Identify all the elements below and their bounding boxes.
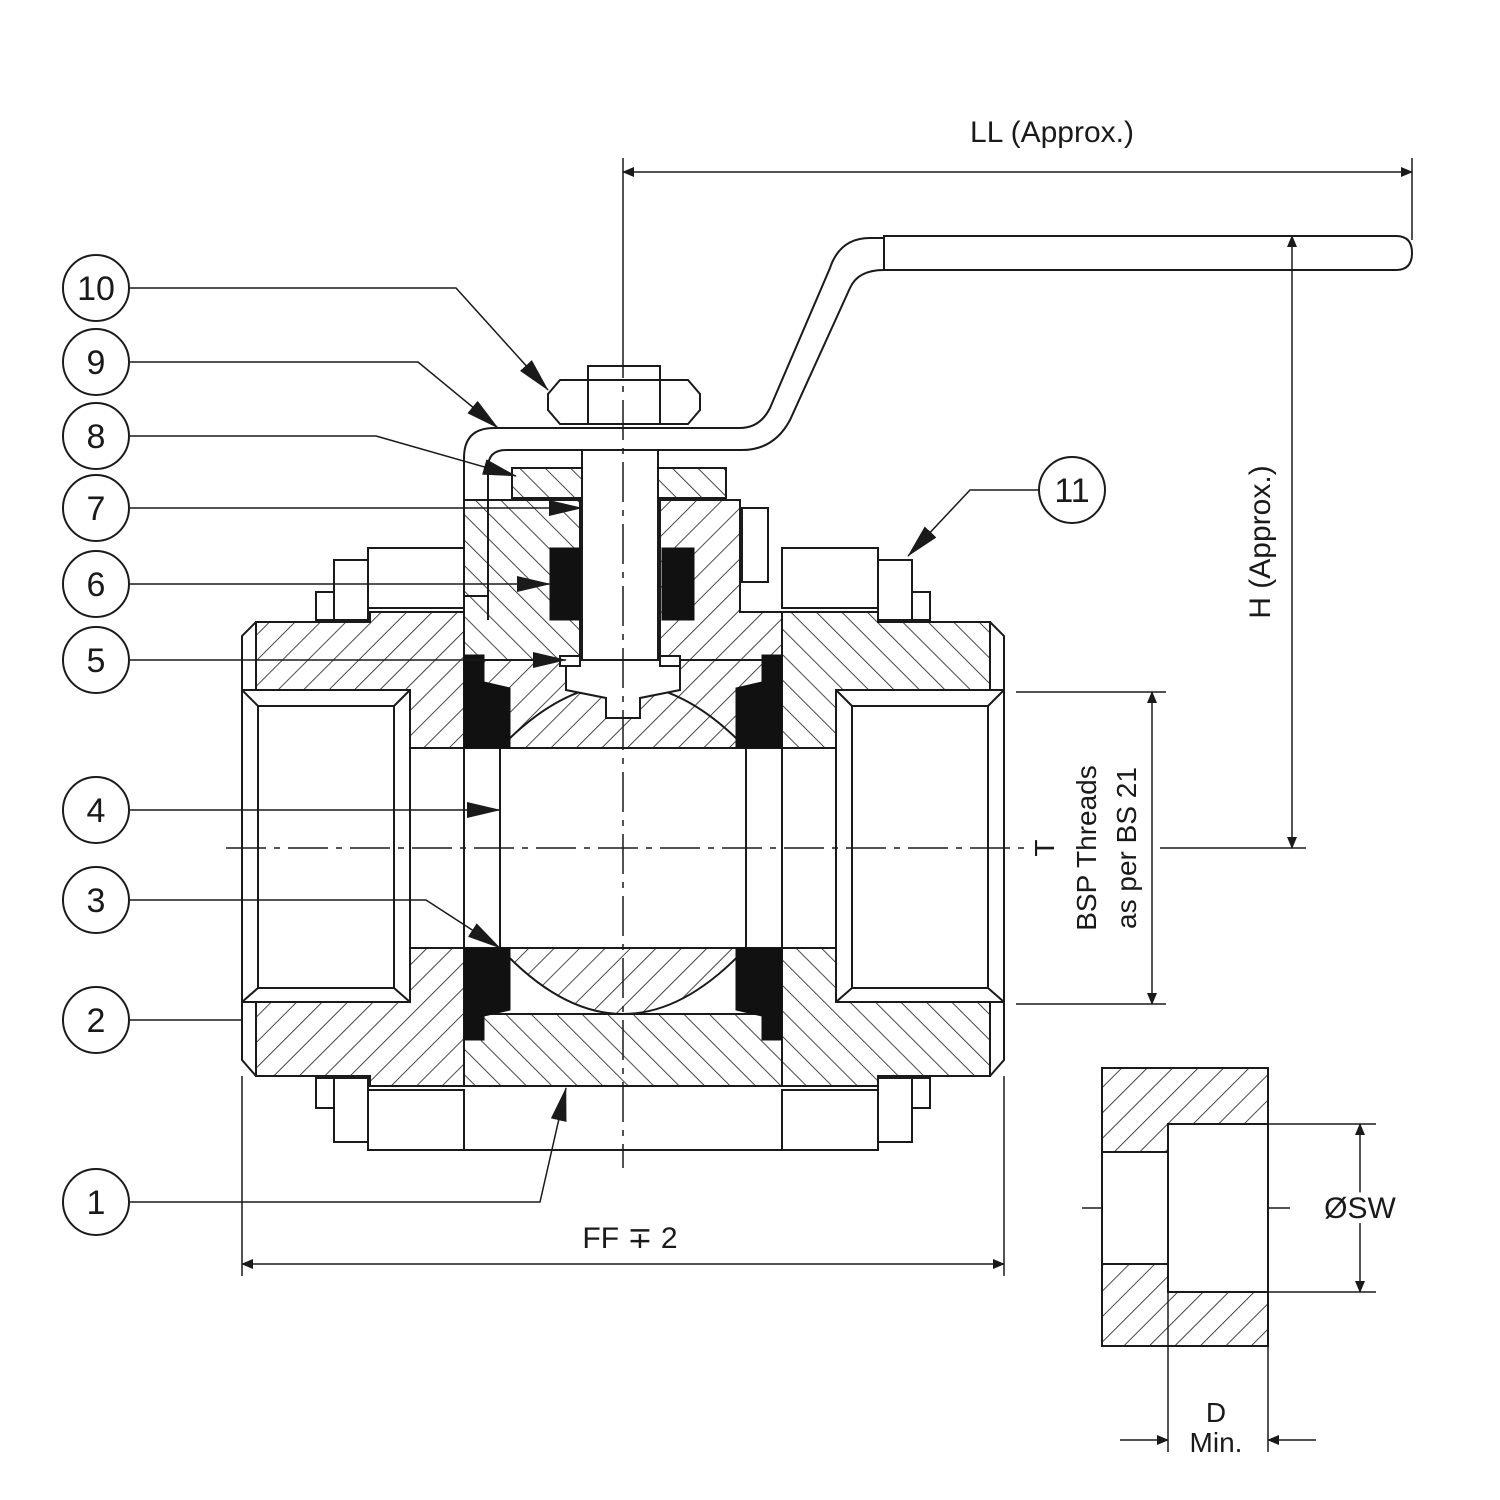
dim-d-label: D: [1206, 1397, 1226, 1428]
dimension-thread: T BSP Threads as per BS 21: [1016, 691, 1166, 1005]
dim-d-min-label: Min.: [1190, 1427, 1243, 1458]
dim-ll-label: LL (Approx.): [970, 116, 1134, 149]
dim-t-label: T: [1029, 839, 1060, 856]
svg-text:2: 2: [87, 1002, 106, 1040]
seats: [463, 654, 783, 1041]
dim-ff-label: FF ∓ 2: [582, 1222, 677, 1255]
svg-text:4: 4: [87, 792, 106, 830]
leader-lines: [130, 287, 1040, 1203]
callout-1: 1: [62, 1168, 130, 1236]
svg-text:8: 8: [87, 418, 106, 456]
callout-6: 6: [62, 550, 130, 618]
socket-weld-detail: ØSW D Min.: [1101, 1067, 1402, 1458]
svg-text:11: 11: [1054, 472, 1089, 510]
svg-text:5: 5: [87, 642, 106, 680]
dim-h-label: H (Approx.): [1244, 465, 1277, 618]
callout-11: 11: [1038, 456, 1106, 524]
callout-3: 3: [62, 866, 130, 934]
callout-7: 7: [62, 474, 130, 542]
svg-text:3: 3: [87, 882, 106, 920]
callout-4: 4: [62, 776, 130, 844]
svg-text:10: 10: [77, 270, 115, 308]
svg-text:9: 9: [87, 344, 106, 382]
svg-text:7: 7: [87, 490, 106, 528]
svg-text:6: 6: [87, 566, 106, 604]
callout-2: 2: [62, 986, 130, 1054]
end-caps: [241, 611, 1005, 1087]
callout-8: 8: [62, 402, 130, 470]
dimension-ll: LL (Approx.): [622, 116, 1413, 338]
dimension-ff: FF ∓ 2: [241, 1076, 1005, 1276]
callout-9: 9: [62, 328, 130, 396]
dim-bsp-line2: as per BS 21: [1111, 767, 1142, 929]
handle: [463, 235, 1414, 620]
callout-5: 5: [62, 626, 130, 694]
callout-10: 10: [62, 254, 130, 322]
svg-text:1: 1: [87, 1184, 106, 1222]
dimension-h: H (Approx.): [1160, 235, 1306, 849]
dim-sw-label: ØSW: [1324, 1192, 1396, 1225]
dim-bsp-line1: BSP Threads: [1071, 765, 1102, 931]
bolts: [315, 547, 931, 1151]
